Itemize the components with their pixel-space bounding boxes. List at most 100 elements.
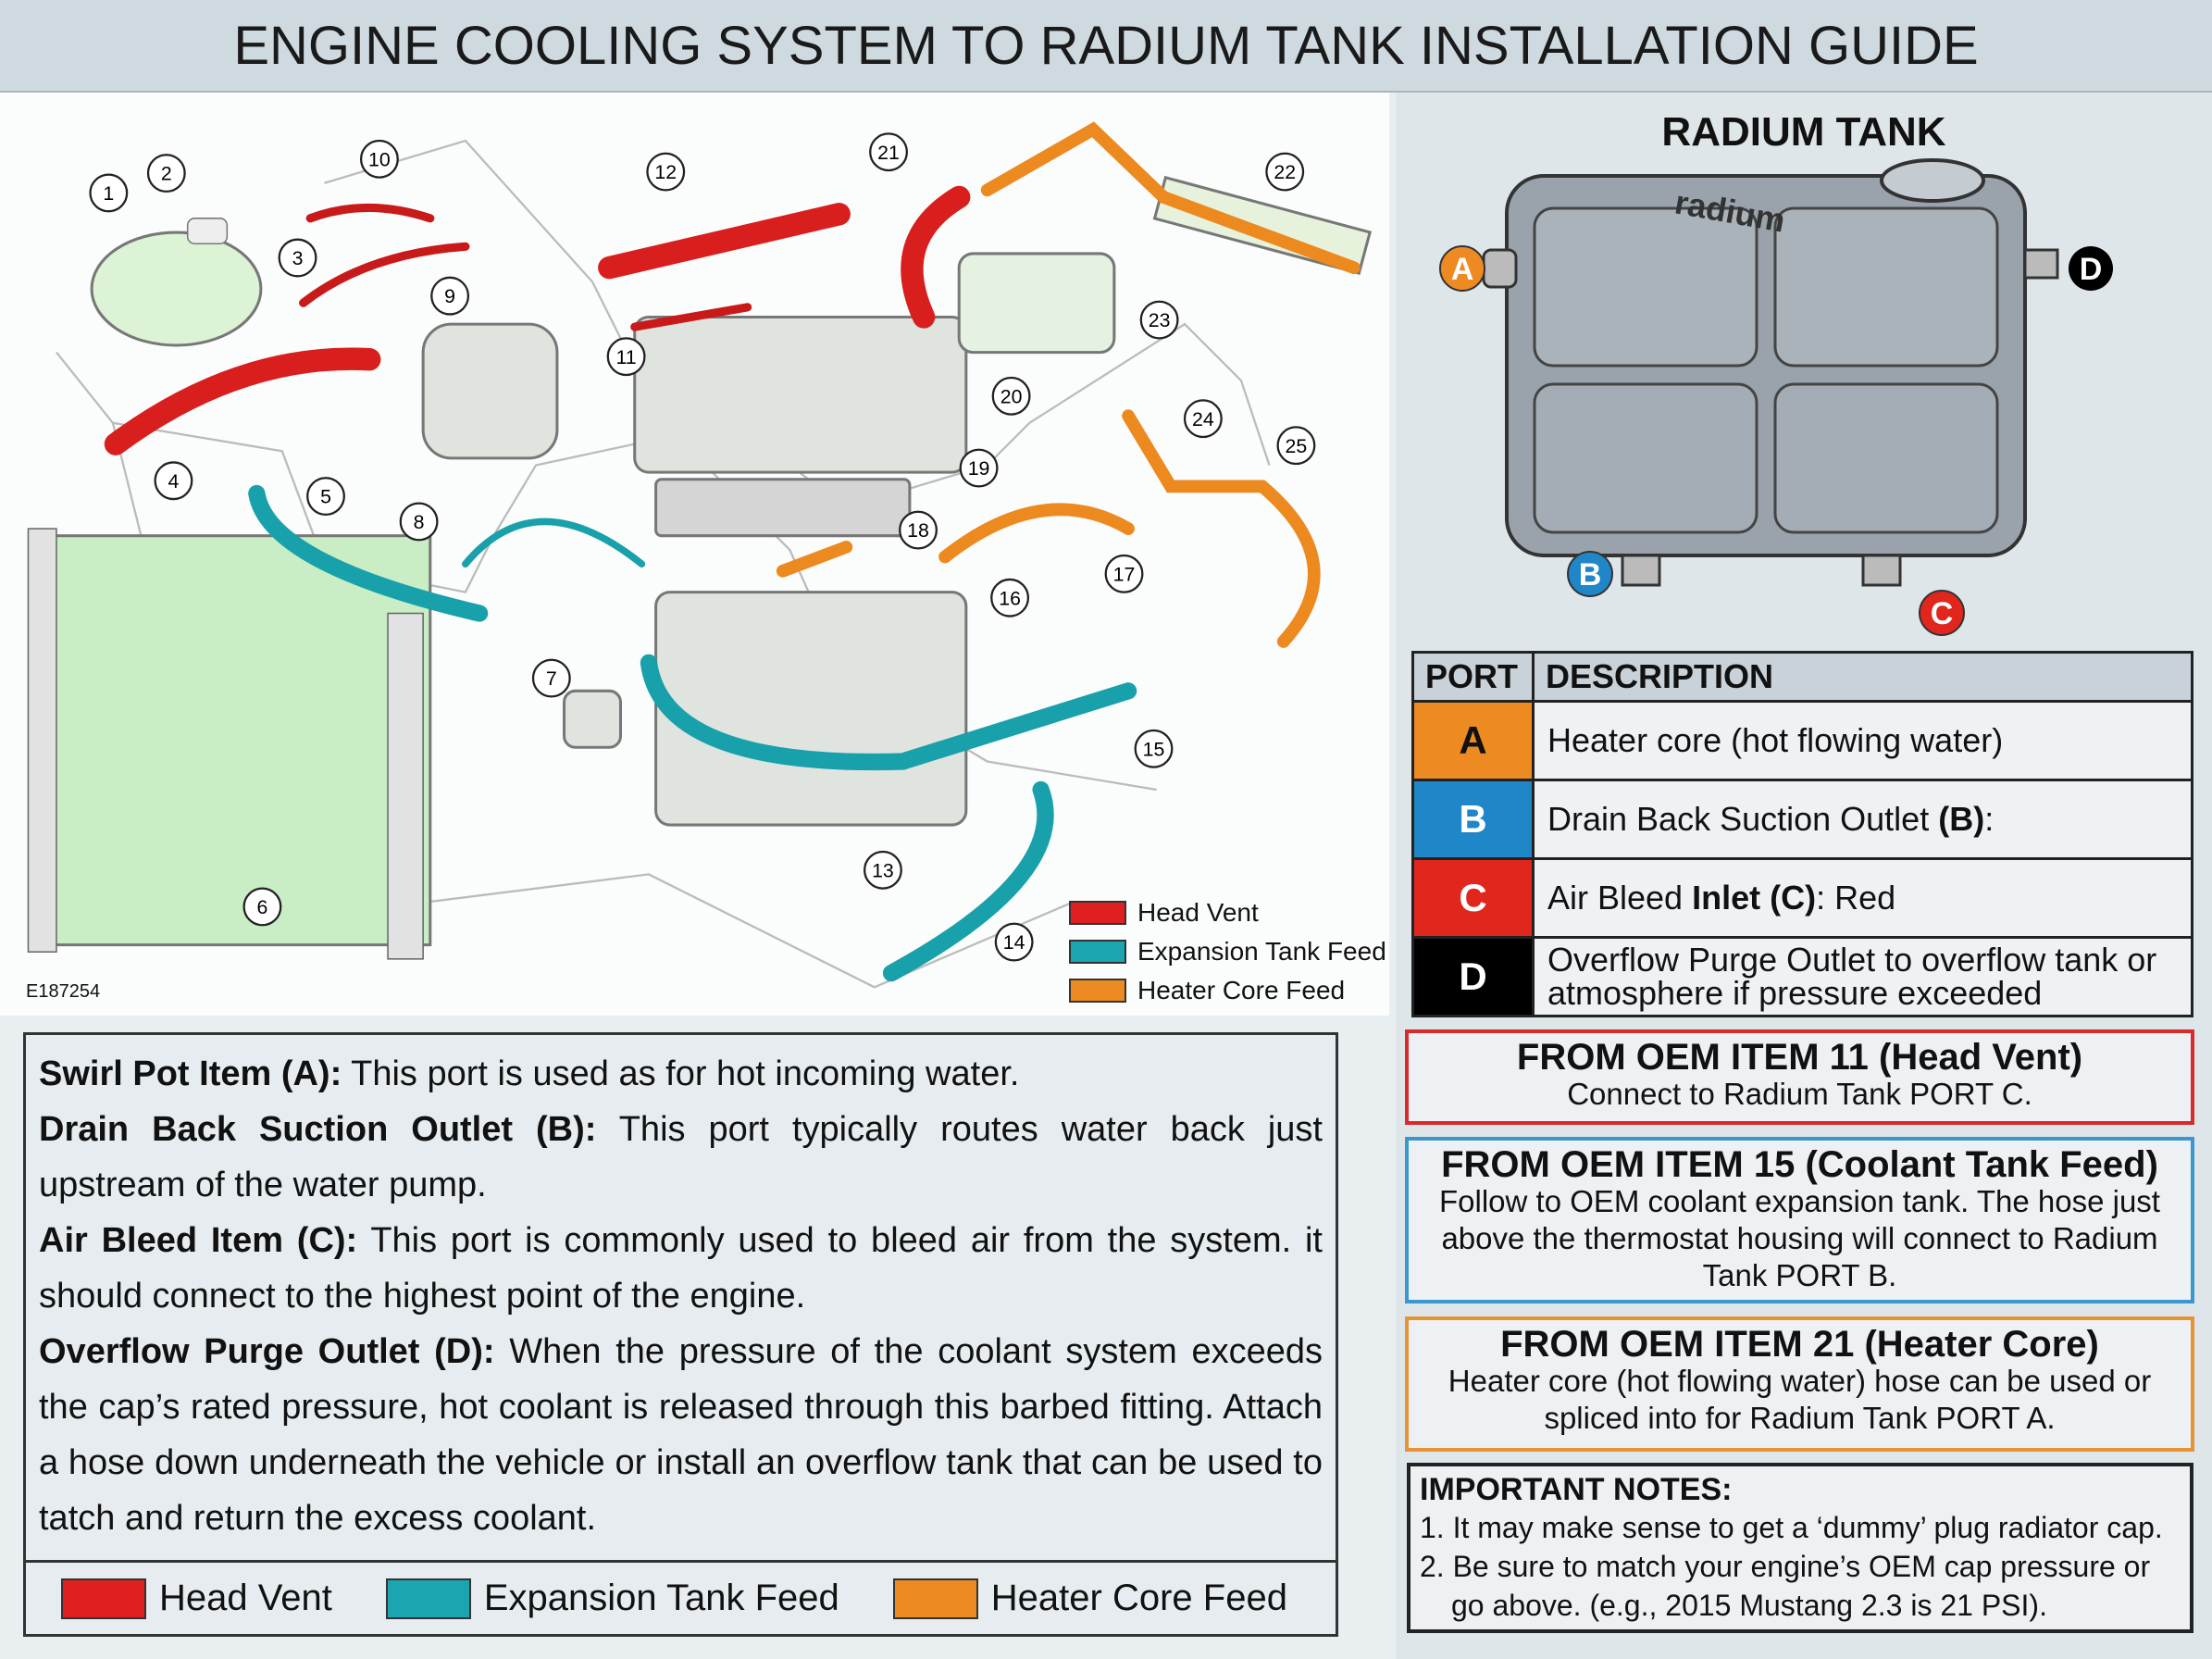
callout-number: 13 bbox=[872, 859, 894, 881]
desc-text: Air Bleed bbox=[1547, 879, 1693, 917]
oem-item-11-box: FROM OEM ITEM 11 (Head Vent)Connect to R… bbox=[1405, 1029, 2194, 1125]
callout-circle bbox=[430, 276, 470, 316]
header-description: DESCRIPTION bbox=[1532, 651, 2193, 703]
text-a: This port is used as for hot incoming wa… bbox=[342, 1054, 1020, 1093]
port-b-badge bbox=[1567, 551, 1613, 597]
port-a-label: A bbox=[1451, 252, 1474, 287]
filler-neck bbox=[1880, 158, 1985, 203]
tank-panel bbox=[1533, 206, 1758, 368]
callout-number: 9 bbox=[444, 285, 455, 307]
tank-panel bbox=[1533, 382, 1758, 534]
page-title: ENGINE COOLING SYSTEM TO RADIUM TANK INS… bbox=[0, 0, 2212, 93]
callout-circle bbox=[1134, 729, 1174, 768]
port-explanation-box: Swirl Pot Item (A): This port is used as… bbox=[23, 1032, 1338, 1637]
callout-circle bbox=[1183, 399, 1223, 439]
callout-number: 22 bbox=[1274, 161, 1296, 183]
swatch bbox=[892, 1578, 978, 1619]
callout-circle bbox=[154, 461, 193, 501]
desc-cell: Heater core (hot flowing water) bbox=[1532, 700, 2193, 781]
legend-label: Heater Core Feed bbox=[1137, 976, 1346, 1004]
heater-feed-hoses bbox=[776, 121, 1361, 648]
callout-circle bbox=[359, 139, 399, 179]
desc-cell: Drain Back Suction Outlet (B): bbox=[1532, 779, 2193, 860]
text-c: This port is commonly used to bleed air … bbox=[39, 1221, 1323, 1316]
label-d: Overflow Purge Outlet (D): bbox=[39, 1332, 495, 1371]
callout-number: 14 bbox=[1003, 931, 1025, 954]
head-vent-swatch bbox=[1069, 901, 1126, 925]
callout-circle bbox=[606, 337, 646, 377]
hoses bbox=[104, 121, 1361, 982]
expansion-swatch bbox=[1069, 940, 1126, 964]
port-cell: B bbox=[1411, 779, 1535, 860]
callout-circle bbox=[991, 376, 1031, 416]
radium-tank-illustration: radium A B C D bbox=[1439, 158, 2113, 636]
box-body: Connect to Radium Tank PORT C. bbox=[1567, 1077, 2032, 1111]
port-c-badge bbox=[1919, 590, 1965, 636]
head-vent-small-hoses bbox=[299, 203, 752, 331]
port-a-fitting bbox=[1482, 248, 1518, 289]
legend-head-vent: Head Vent bbox=[61, 1578, 332, 1619]
callout-number: 17 bbox=[1113, 563, 1136, 585]
legend-expansion: Expansion Tank Feed bbox=[385, 1578, 839, 1619]
text-b: This port typically routes water back ju… bbox=[39, 1110, 1323, 1204]
callout-number: 10 bbox=[368, 148, 391, 170]
oem-item-21-box: FROM OEM ITEM 21 (Heater Core)Heater cor… bbox=[1405, 1316, 2194, 1452]
tank-panel bbox=[1773, 382, 1999, 534]
important-notes: IMPORTANT NOTES: 1. It may make sense to… bbox=[1407, 1463, 2193, 1633]
callout-number: 15 bbox=[1143, 738, 1165, 760]
port-cell: A bbox=[1411, 700, 1535, 781]
callout-number: 5 bbox=[320, 486, 331, 508]
desc-text: : bbox=[1984, 800, 1995, 838]
callout-number: 24 bbox=[1192, 408, 1214, 430]
paragraph-a: Swirl Pot Item (A): This port is used as… bbox=[39, 1046, 1323, 1102]
port-cell: C bbox=[1411, 857, 1535, 939]
callout-circle bbox=[899, 510, 938, 550]
bottom-legend: Head Vent Expansion Tank Feed Heater Cor… bbox=[26, 1560, 1336, 1634]
expansion-feed-small-hoses bbox=[462, 518, 646, 568]
tank-panel bbox=[1773, 206, 1999, 368]
note-item: 1. It may make sense to get a ‘dummy’ pl… bbox=[1420, 1511, 2163, 1544]
callout-number: 6 bbox=[257, 896, 268, 918]
callout-circle bbox=[1276, 426, 1316, 466]
label-a: Swirl Pot Item (A): bbox=[39, 1054, 342, 1093]
callout-number: 4 bbox=[168, 470, 179, 493]
callout-number: 20 bbox=[1000, 385, 1023, 407]
callout-circle bbox=[531, 658, 571, 698]
callout-number: 1 bbox=[103, 182, 114, 205]
box-title: FROM OEM ITEM 21 (Heater Core) bbox=[1500, 1324, 2099, 1365]
callouts: 1234567891011121314151617181920212223242… bbox=[89, 132, 1316, 962]
diagram-svg: 1234567891011121314151617181920212223242… bbox=[27, 121, 1373, 989]
port-b-label: B bbox=[1579, 557, 1602, 592]
callout-number: 11 bbox=[616, 346, 637, 368]
label-c: Air Bleed Item (C): bbox=[39, 1221, 358, 1260]
legend-item-head-vent: Head Vent bbox=[1069, 893, 1386, 932]
swatch bbox=[385, 1578, 471, 1619]
callout-number: 12 bbox=[654, 161, 677, 183]
callout-circle bbox=[1139, 300, 1179, 340]
callout-circle bbox=[399, 502, 439, 542]
callout-circle bbox=[1265, 152, 1305, 192]
callout-circle bbox=[646, 152, 686, 192]
legend-heater: Heater Core Feed bbox=[892, 1578, 1287, 1619]
legend-label: Expansion Tank Feed bbox=[1137, 937, 1386, 966]
diagram-code: E187254 bbox=[26, 981, 101, 1002]
callout-circle bbox=[863, 850, 902, 890]
callout-circle bbox=[990, 578, 1030, 617]
paragraph-d: Overflow Purge Outlet (D): When the pres… bbox=[39, 1324, 1323, 1546]
legend-label: Expansion Tank Feed bbox=[483, 1578, 839, 1618]
port-c-fitting bbox=[1861, 554, 1902, 587]
text-d: When the pressure of the coolant system … bbox=[39, 1332, 1323, 1538]
expansion-feed-hoses bbox=[248, 484, 1137, 982]
notes-title: IMPORTANT NOTES: bbox=[1420, 1472, 1733, 1507]
callout-circle bbox=[306, 477, 345, 516]
desc-bold: Inlet (C) bbox=[1692, 879, 1817, 917]
port-d-fitting bbox=[2023, 248, 2059, 280]
callout-number: 21 bbox=[877, 142, 900, 164]
box-title: FROM OEM ITEM 11 (Head Vent) bbox=[1516, 1037, 2083, 1078]
port-d-label: D bbox=[2080, 252, 2103, 287]
